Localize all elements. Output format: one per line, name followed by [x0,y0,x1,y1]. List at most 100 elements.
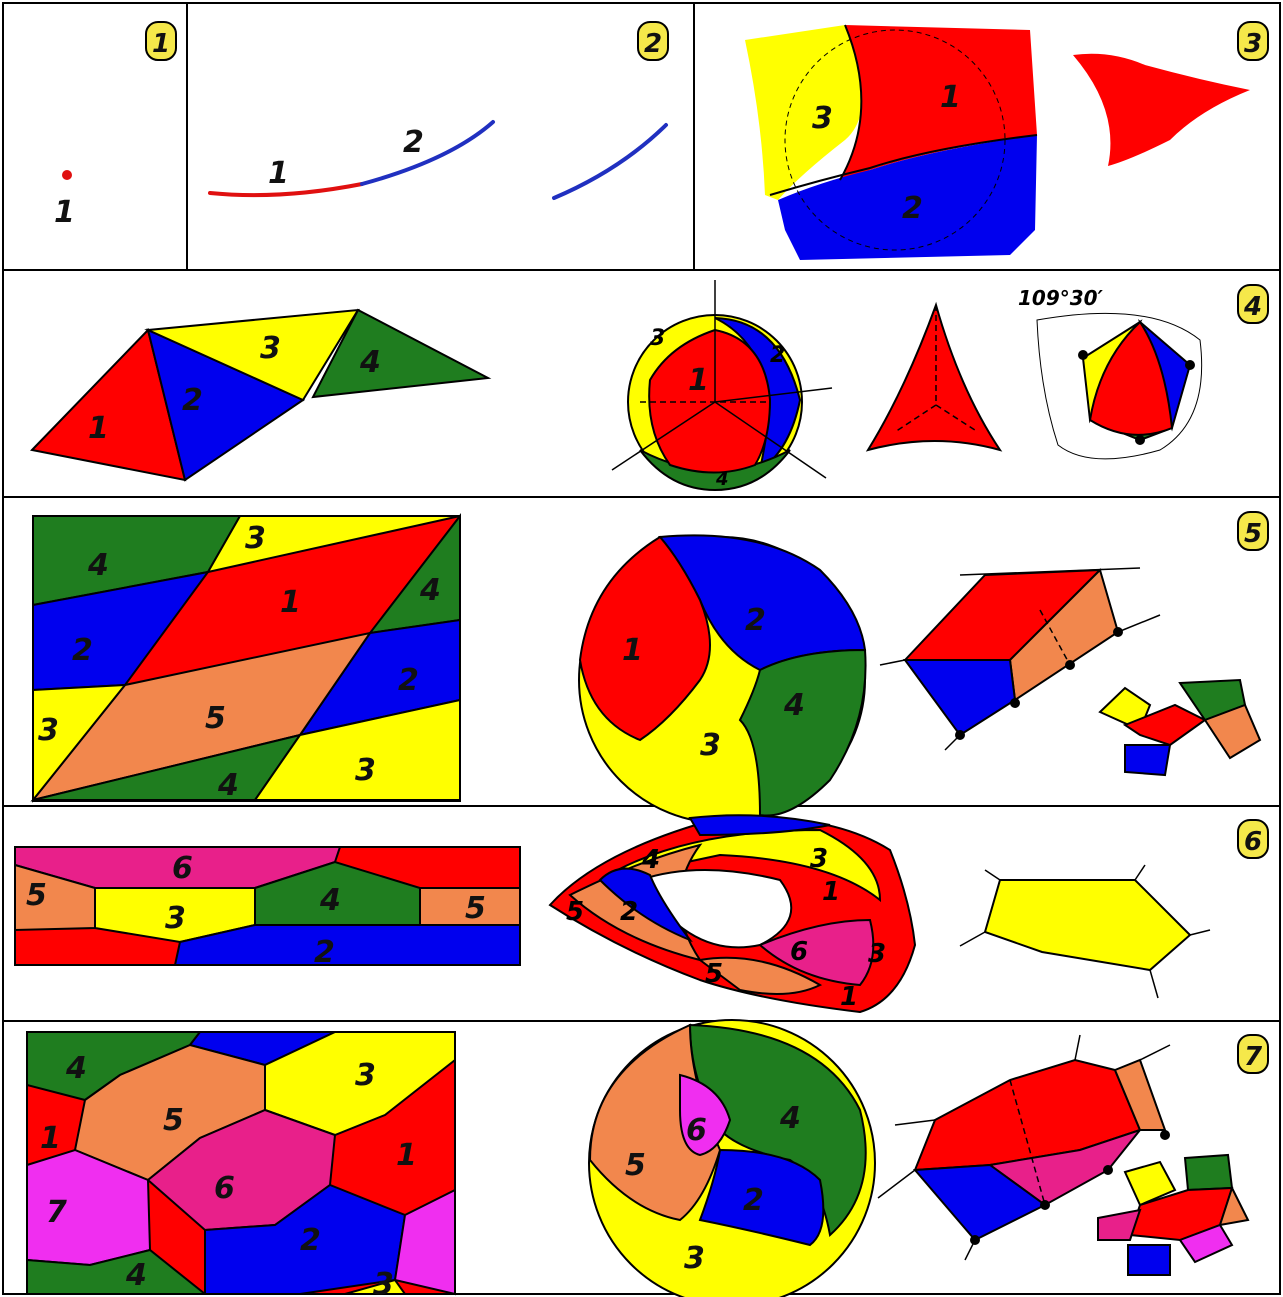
region-number-label: 5 [625,1148,646,1183]
region-number-label: 5 [26,878,47,913]
curved-triangle [865,301,1003,452]
region-number-label: 1 [622,633,643,668]
seven-region-rectangle: 4 3 1 5 1 6 7 2 4 3 [26,1031,456,1297]
badge-2: 2 [637,21,669,61]
separate-red-piece [1073,53,1250,166]
sphere-label-3: 3 [650,326,665,351]
region-number-label: 5 [163,1103,184,1138]
mobius-strip-flat: 6 5 3 4 5 2 [14,846,521,970]
region-number-label: 3 [38,713,59,748]
region-number-label: 3 [810,844,828,874]
panel-5-torus: 4 3 4 2 1 2 3 5 3 4 1 2 3 4 [30,511,1269,824]
sphere-label-2: 2 [770,343,785,368]
region-number-label: 6 [214,1171,235,1206]
panel-1-point: 1 1 [54,21,177,230]
region-number-label: 3 [245,521,266,556]
region-number-label: 3 [355,1058,376,1093]
badge-5: 5 [1237,511,1269,551]
region-number-label: 3 [1244,29,1262,59]
tetra-net: 109°30′ [1018,286,1203,460]
curve-label-2: 2 [403,125,424,160]
seven-region-disk: 6 4 5 2 3 [588,1019,876,1297]
torus-disk: 1 2 3 4 [578,534,867,824]
region-number-label: 4 [217,768,239,803]
tri-label-4: 4 [359,345,381,380]
region-number-label: 3 [355,753,376,788]
region-number-label: 3 [700,728,721,763]
badge-6: 6 [1237,819,1269,859]
point-dot [62,170,72,180]
curve-segment-separate [552,123,668,200]
region-number-label: 2 [620,897,638,927]
torus-rectangle: 4 3 4 2 1 2 3 5 3 4 [30,513,461,803]
region-number-label: 1 [822,877,840,907]
region-number-label: 3 [868,939,886,969]
region-number-label: 1 [280,585,301,620]
point-label: 1 [54,195,75,230]
badge-1: 1 [145,21,177,61]
tri-label-2: 2 [182,383,203,418]
badge-7: 7 [1237,1034,1269,1074]
region-2-blue [778,135,1037,260]
sphere-label-4: 4 [715,469,729,490]
badge-3: 3 [1237,21,1269,61]
panel-4-tetrahedron: 1 2 3 4 1 2 3 4 [30,280,1269,492]
region-number-label: 3 [373,1267,394,1297]
region-number-label: 4 [1243,292,1262,322]
tri-label-3: 3 [260,331,281,366]
region-number-label: 2 [72,633,93,668]
region-number-label: 3 [165,901,186,936]
region-number-label: 6 [790,937,808,967]
mobius-strip-3d: 4 3 5 2 1 6 3 5 1 [548,814,917,1014]
region-number-label: 4 [783,688,805,723]
angle-label: 109°30′ [1018,286,1104,310]
region-number-label: 2 [644,29,662,59]
region-number-label: 3 [684,1241,705,1276]
region-number-label: 2 [398,663,419,698]
region-number-label: 4 [419,573,441,608]
panel-6-mobius: 6 5 3 4 5 2 4 3 5 2 1 6 [14,814,1269,1014]
region-number-label: 6 [1244,827,1262,857]
region-number-label: 1 [40,1121,61,1156]
region-number-label: 5 [566,897,584,927]
region-number-label: 2 [743,1183,764,1218]
tri-label-1: 1 [88,411,109,446]
region-number-label: 1 [396,1138,417,1173]
region-number-label: 5 [705,959,723,989]
region-number-label: 6 [686,1113,707,1148]
badge-4: 4 [1237,284,1269,324]
region-number-label: 2 [300,1223,321,1258]
mobius-hexagon [959,864,1211,999]
region-label-1: 1 [940,80,961,115]
region-number-label: 2 [314,935,335,970]
sphere-label-1: 1 [688,363,709,398]
region-number-label: 2 [745,603,766,638]
region-number-label: 1 [152,29,170,59]
region-number-label: 5 [465,891,486,926]
region-number-label: 4 [779,1101,801,1136]
panel-3-disc-regions: 3 1 2 3 [745,21,1269,260]
curve-segment-2 [360,120,495,186]
region-number-label: 7 [1244,1042,1263,1072]
region-number-label: 5 [205,701,226,736]
triangle-3-yellow [144,308,360,402]
region-number-label: 4 [125,1258,147,1293]
curve-segment-1 [208,182,364,198]
region-3-yellow [745,25,863,200]
region-number-label: 5 [1244,519,1262,549]
triangle-4-green [311,308,492,399]
region-number-label: 4 [65,1051,87,1086]
panel-2-curves: 1 2 2 [208,21,669,200]
torus-polyhedron [879,567,1262,777]
region-label-2: 2 [902,191,923,226]
region-number-label: 7 [46,1195,67,1230]
region-number-label: 4 [319,883,341,918]
curve-label-1: 1 [268,156,289,191]
panel-7-double-torus: 4 3 1 5 1 6 7 2 4 3 6 4 5 2 [26,1019,1269,1297]
sphere-tetra: 1 2 3 4 [611,280,833,492]
region-number-label: 6 [172,851,193,886]
seven-region-polyhedron [877,1034,1250,1276]
region-label-3: 3 [812,101,833,136]
